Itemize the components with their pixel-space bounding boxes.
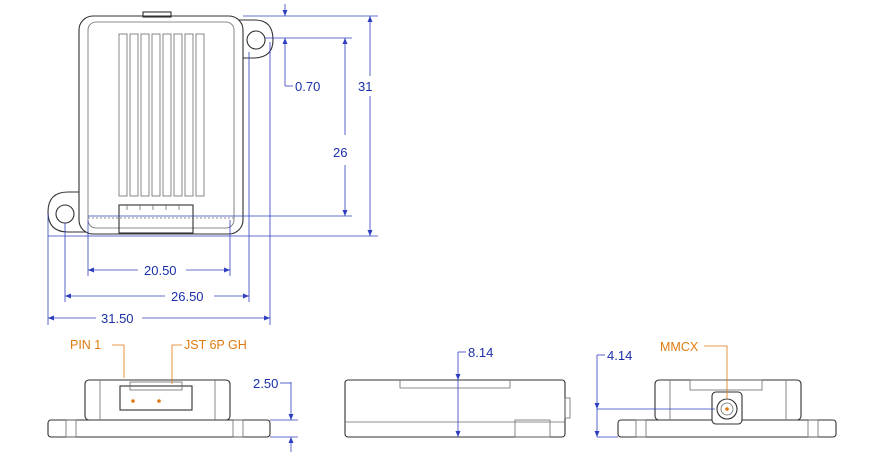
dim-31-50-label: 31.50 (101, 311, 134, 326)
front-view (47, 379, 271, 438)
module-body (78, 15, 244, 235)
right-mount-hole (246, 30, 266, 50)
side-body (344, 379, 566, 438)
dim-31-50: 31.50 (48, 311, 270, 326)
pin1-callout: PIN 1 (70, 338, 125, 378)
dim-20-50: 20.50 (88, 263, 230, 278)
dim-26-50: 26.50 (65, 289, 249, 304)
dim-31: 31 (358, 16, 373, 236)
pin1-label: PIN 1 (70, 338, 101, 352)
jst-label: JST 6P GH (184, 338, 247, 352)
heatsink-fins (118, 33, 205, 197)
mmcx-label: MMCX (660, 340, 699, 354)
mmcx-callout: MMCX (660, 340, 728, 399)
side-view (344, 379, 571, 438)
jst-callout: JST 6P GH (171, 338, 247, 384)
dim-4-14-label: 4.14 (607, 348, 632, 363)
connector-view (617, 379, 837, 438)
pin1-marker (131, 399, 135, 403)
dim-0-70: 0.70 (282, 4, 320, 94)
left-mount-hole (55, 204, 75, 224)
top-view (47, 11, 274, 235)
dim-20-50-label: 20.50 (144, 263, 177, 278)
bottom-connector (118, 204, 194, 234)
dim-0-70-label: 0.70 (295, 79, 320, 94)
dim-31-label: 31 (358, 79, 372, 94)
dim-2-50: 2.50 (253, 376, 298, 452)
dim-8-14-label: 8.14 (468, 345, 493, 360)
dim-4-14: 4.14 (594, 348, 715, 438)
right-mount-ear (237, 19, 274, 59)
dim-8-14: 8.14 (455, 345, 493, 437)
front-base-plate (47, 419, 271, 438)
dim-26-50-label: 26.50 (171, 289, 204, 304)
pin-marker (157, 399, 161, 403)
extension-lines (47, 15, 378, 325)
left-mount-ear (47, 191, 88, 233)
module-body-inner (87, 21, 235, 229)
dim-2-50-label: 2.50 (253, 376, 278, 391)
dim-26-label: 26 (333, 145, 347, 160)
dim-26: 26 (333, 38, 348, 216)
top-tab (142, 11, 172, 18)
